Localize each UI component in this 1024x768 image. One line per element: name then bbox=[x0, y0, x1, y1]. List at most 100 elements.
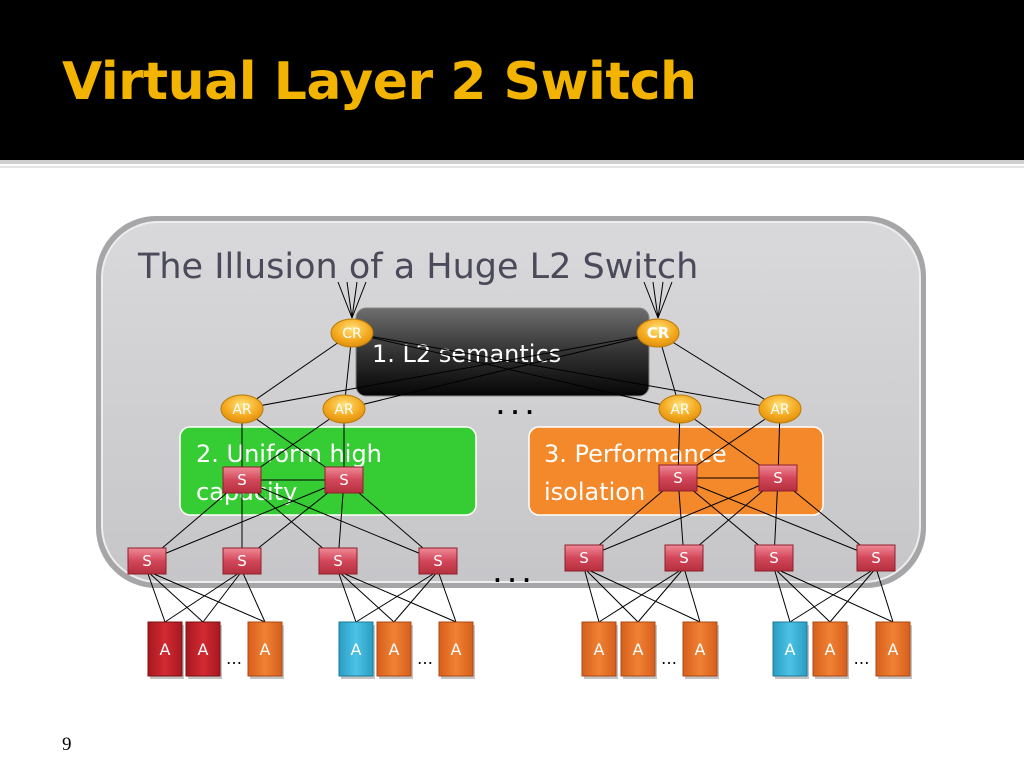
aggregation-switch-label: S bbox=[339, 471, 349, 489]
switch-tor-link bbox=[146, 479, 345, 562]
app-server-label: A bbox=[888, 640, 899, 659]
app-server-label: A bbox=[198, 640, 209, 659]
tor-app-link bbox=[146, 570, 266, 623]
perf-label-line2: isolation bbox=[544, 478, 645, 506]
tor-switch bbox=[754, 544, 794, 572]
illusion-title: The Illusion of a Huge L2 Switch bbox=[137, 247, 698, 287]
router-ellipsis: . . . bbox=[497, 395, 534, 419]
tor-app-link bbox=[202, 570, 243, 623]
aggregation-switch bbox=[324, 466, 364, 494]
slide-title: Virtual Layer 2 Switch bbox=[62, 52, 697, 112]
tor-app-link bbox=[637, 567, 685, 623]
app-server-label: A bbox=[594, 640, 605, 659]
tor-app-link bbox=[337, 570, 395, 623]
title-divider bbox=[0, 160, 1024, 164]
app-server-label: A bbox=[451, 640, 462, 659]
aggregation-switch-label: S bbox=[673, 469, 683, 487]
cr-ar-link bbox=[351, 332, 781, 410]
tor-app-link bbox=[337, 570, 357, 623]
access-router-label: AR bbox=[334, 402, 354, 418]
app-server-label: A bbox=[160, 640, 171, 659]
tor-switch-label: S bbox=[142, 552, 152, 570]
access-router bbox=[758, 394, 802, 424]
tor-app-link bbox=[773, 567, 791, 623]
ellipsis-layer: … … … … . . . . . . bbox=[226, 395, 870, 668]
uplink-line bbox=[346, 281, 353, 319]
app-ellipsis: … bbox=[661, 649, 677, 668]
core-router bbox=[330, 318, 374, 348]
tor-switch-label: S bbox=[237, 552, 247, 570]
tor-app-link bbox=[164, 570, 243, 623]
title-divider-thin bbox=[0, 166, 1024, 168]
page-number: 9 bbox=[62, 734, 72, 755]
switch-tor-link bbox=[677, 477, 877, 559]
app-server-label: A bbox=[695, 640, 706, 659]
uplink-line bbox=[337, 281, 353, 319]
tor-app-link bbox=[241, 570, 266, 623]
aggregation-switch bbox=[758, 464, 798, 492]
switch-ellipsis: . . . bbox=[494, 563, 531, 587]
tor-app-link bbox=[437, 570, 457, 623]
tor-app-link bbox=[773, 567, 831, 623]
app-server-label: A bbox=[389, 640, 400, 659]
cr-ar-link bbox=[351, 332, 681, 410]
app-server bbox=[812, 621, 848, 677]
app-ellipsis: … bbox=[226, 649, 242, 668]
tor-switch bbox=[127, 547, 167, 575]
uplink-line bbox=[652, 281, 659, 319]
app-server bbox=[581, 621, 617, 677]
app-server bbox=[875, 621, 911, 677]
tor-switch bbox=[318, 547, 358, 575]
cr-ar-link bbox=[657, 332, 781, 410]
tor-switch bbox=[664, 544, 704, 572]
tor-app-link bbox=[773, 567, 894, 623]
uplink-line bbox=[643, 281, 659, 319]
uplink-line bbox=[657, 281, 664, 319]
core-router-label: CR bbox=[647, 324, 670, 342]
aggregation-switch bbox=[222, 466, 262, 494]
tor-switch-label: S bbox=[333, 552, 343, 570]
cr-ar-link bbox=[241, 332, 353, 410]
tor-app-link bbox=[583, 567, 701, 623]
tor-switch bbox=[222, 547, 262, 575]
tor-switch-label: S bbox=[679, 549, 689, 567]
app-server bbox=[147, 621, 183, 677]
tor-app-link bbox=[583, 567, 639, 623]
tor-app-link bbox=[393, 570, 439, 623]
tor-switch-label: S bbox=[433, 552, 443, 570]
access-router bbox=[322, 394, 366, 424]
app-server bbox=[247, 621, 283, 677]
aggregation-switch-label: S bbox=[237, 471, 247, 489]
cr-ar-link bbox=[241, 332, 659, 410]
perf-label-line1: 3. Performance bbox=[544, 440, 727, 468]
aggregation-switch-label: S bbox=[773, 469, 783, 487]
access-router-label: AR bbox=[770, 402, 790, 418]
app-server bbox=[682, 621, 718, 677]
tor-app-link bbox=[337, 570, 457, 623]
app-server-label: A bbox=[785, 640, 796, 659]
cr-ar-link bbox=[343, 332, 659, 410]
app-server bbox=[338, 621, 374, 677]
app-server bbox=[772, 621, 808, 677]
tor-switch-label: S bbox=[579, 549, 589, 567]
tor-app-link bbox=[146, 570, 166, 623]
app-ellipsis: … bbox=[417, 649, 433, 668]
switch-tor-link bbox=[241, 479, 439, 562]
core-router bbox=[636, 318, 680, 348]
aggregation-switch bbox=[658, 464, 698, 492]
app-server bbox=[438, 621, 474, 677]
app-ellipsis: … bbox=[854, 649, 870, 668]
tor-switch-label: S bbox=[769, 549, 779, 567]
uplink-line bbox=[351, 281, 367, 319]
uplink-line bbox=[351, 281, 358, 319]
tor-app-link bbox=[583, 567, 600, 623]
tor-app-link bbox=[146, 570, 204, 623]
tor-switch-label: S bbox=[871, 549, 881, 567]
uplink-line bbox=[657, 281, 673, 319]
access-router bbox=[658, 394, 702, 424]
tor-app-link bbox=[875, 567, 894, 623]
app-server-label: A bbox=[825, 640, 836, 659]
tor-switch bbox=[856, 544, 896, 572]
app-server-label: A bbox=[633, 640, 644, 659]
